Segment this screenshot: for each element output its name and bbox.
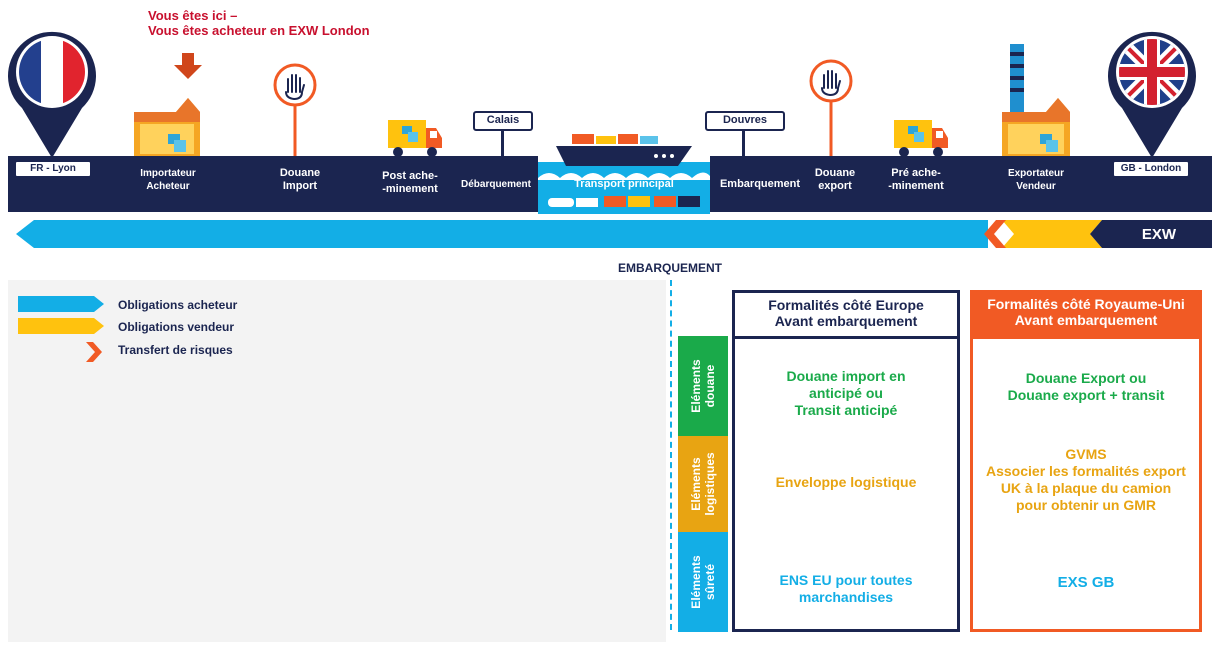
uk-customs-l2: Douane export + transit xyxy=(1007,387,1165,403)
loading-label: Embarquement xyxy=(719,178,801,190)
uk-customs-l1: Douane Export ou xyxy=(1025,370,1147,386)
europe-security-l1: ENS EU pour toutes xyxy=(779,572,913,588)
pre-carriage-l2: -minement xyxy=(888,180,944,192)
row-security-box xyxy=(678,532,728,632)
embarquement-dashed-line xyxy=(670,280,672,630)
europe-customs-cell: Douane import en anticipé ou Transit ant… xyxy=(740,368,952,419)
uk-logistics-cell: GVMS Associer les formalités export UK à… xyxy=(976,446,1196,514)
europe-security-cell: ENS EU pour toutes marchandises xyxy=(740,572,952,606)
you-are-here-line2: Vous êtes acheteur en EXW London xyxy=(148,23,370,38)
legend-panel xyxy=(8,280,666,642)
uk-customs-cell: Douane Export ou Douane export + transit xyxy=(976,370,1196,404)
douvres-pole xyxy=(742,129,745,157)
row-customs-label: Eléments douane xyxy=(689,336,717,436)
europe-header-line2: Avant embarquement xyxy=(774,313,918,329)
row-logistics-label: Eléments logistiques xyxy=(689,434,717,534)
post-carriage-label: Post ache- -minement xyxy=(372,170,448,196)
calais-tag: Calais xyxy=(473,111,533,131)
pre-carriage-label: Pré ache- -minement xyxy=(878,167,954,193)
uk-header: Formalités côté Royaume-Uni Avant embarq… xyxy=(970,290,1202,336)
post-carriage-l1: Post ache- xyxy=(382,170,438,182)
uk-logistics-l4: pour obtenir un GMR xyxy=(1016,497,1156,513)
legend-risk-chevron-icon xyxy=(86,342,102,362)
customs-import-label: Douane Import xyxy=(262,167,338,193)
row-customs-l2: douane xyxy=(703,364,717,408)
uk-header-line1: Formalités côté Royaume-Uni xyxy=(987,296,1185,312)
risk-transfer-chevron xyxy=(984,220,1006,248)
customs-export-label: Douane export xyxy=(800,167,870,193)
row-logistics-box xyxy=(678,436,728,532)
europe-customs-l2: anticipé ou xyxy=(809,385,883,401)
calais-pole xyxy=(501,129,504,157)
incoterm-label: EXW xyxy=(1141,226,1177,243)
main-transport-label: Transport principal xyxy=(574,178,674,190)
exporter-seller-label: Exportateur Vendeur xyxy=(996,167,1076,193)
you-are-here-label: Vous êtes ici – Vous êtes acheteur en EX… xyxy=(148,8,370,38)
europe-customs-l3: Transit anticipé xyxy=(794,402,898,418)
uk-logistics-l3: UK à la plaque du camion xyxy=(1000,480,1172,496)
exporter-factory-icon xyxy=(1002,44,1070,158)
france-flag-pin-icon xyxy=(8,31,96,158)
post-carriage-l2: -minement xyxy=(382,183,438,195)
waves-icon xyxy=(538,172,710,180)
legend-risk-label: Transfert de risques xyxy=(118,343,233,357)
importer-label-l2: Acheteur xyxy=(146,181,190,192)
pre-carriage-l1: Pré ache- xyxy=(891,167,941,179)
customs-import-hand-icon xyxy=(273,63,317,158)
legend-buyer-label: Obligations acheteur xyxy=(118,298,238,312)
customs-export-hand-icon xyxy=(809,59,853,158)
exporter-label-l1: Exportateur xyxy=(1007,168,1065,179)
train-trucks-icon xyxy=(548,196,700,207)
importer-label-l1: Importateur xyxy=(140,168,196,179)
row-security-l2: sûreté xyxy=(703,563,717,601)
europe-column-body xyxy=(732,336,960,632)
row-logistics-l1: Eléments xyxy=(689,457,703,511)
customs-import-l1: Douane xyxy=(279,167,321,179)
legend-buyer-arrow-icon xyxy=(18,296,104,312)
europe-security-l2: marchandises xyxy=(798,589,894,605)
obligations-arrow-bar xyxy=(16,220,1212,248)
you-are-here-line1: Vous êtes ici – xyxy=(148,8,238,23)
embarquement-marker-label: EMBARQUEMENT xyxy=(618,261,722,275)
row-logistics-l2: logistiques xyxy=(703,452,717,516)
row-security-label: Eléments sûreté xyxy=(689,532,717,632)
uk-flag-pin-icon xyxy=(1108,31,1196,158)
incoterm-bar xyxy=(1090,220,1212,248)
europe-logistics-cell: Enveloppe logistique xyxy=(775,474,917,490)
destination-tag: GB - London xyxy=(1112,160,1190,178)
exporter-label-l2: Vendeur xyxy=(1016,181,1056,192)
origin-tag: FR - Lyon xyxy=(14,160,92,178)
uk-logistics-l2: Associer les formalités export xyxy=(986,463,1186,479)
customs-export-l1: Douane xyxy=(814,167,856,179)
unloading-label: Débarquement xyxy=(460,179,531,190)
europe-customs-l1: Douane import en xyxy=(786,368,906,384)
importer-buyer-label: Importateur Acheteur xyxy=(124,167,212,193)
uk-logistics-l1: GVMS xyxy=(1065,446,1107,462)
legend-seller-arrow-icon xyxy=(18,318,104,334)
seller-obligations-bar xyxy=(1002,220,1102,248)
row-customs-box xyxy=(678,336,728,436)
uk-security-cell: EXS GB xyxy=(1057,574,1115,591)
row-customs-l1: Eléments xyxy=(689,359,703,413)
row-security-l1: Eléments xyxy=(689,555,703,609)
uk-header-line2: Avant embarquement xyxy=(1014,312,1158,328)
customs-import-l2: Import xyxy=(282,180,318,192)
route-band-left xyxy=(8,156,538,212)
uk-column-body xyxy=(970,336,1202,632)
customs-export-l2: export xyxy=(818,180,852,192)
europe-header: Formalités côté Europe Avant embarquemen… xyxy=(732,290,960,336)
pre-carriage-truck-icon xyxy=(894,120,948,157)
europe-header-line1: Formalités côté Europe xyxy=(768,297,924,313)
ship-icon xyxy=(556,132,692,166)
post-carriage-truck-icon xyxy=(388,120,442,157)
douvres-tag: Douvres xyxy=(705,111,785,131)
down-arrow-icon xyxy=(174,53,202,79)
legend-seller-label: Obligations vendeur xyxy=(118,320,235,334)
importer-warehouse-icon xyxy=(134,98,200,158)
buyer-obligations-arrow xyxy=(16,220,988,248)
